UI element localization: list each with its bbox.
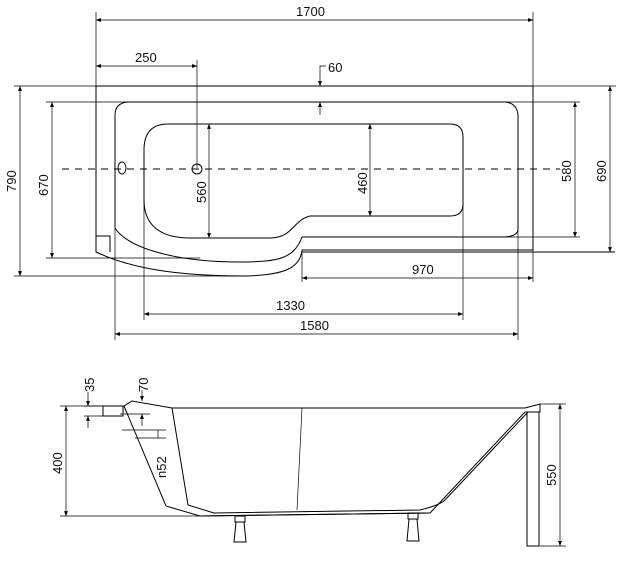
dim-690-label: 690: [594, 160, 609, 182]
dim-560: 560: [194, 124, 211, 238]
section-right-panel: [526, 411, 540, 547]
tub-left-step: [96, 235, 111, 252]
right-foot-icon: [406, 512, 420, 542]
section-rim: [103, 400, 541, 413]
dim-60: 60: [318, 60, 342, 115]
dim-670-label: 670: [36, 174, 51, 196]
dim-1580-label: 1580: [300, 318, 329, 333]
dim-400-label: 400: [50, 452, 65, 474]
section-inner-shell: [171, 407, 529, 514]
dim-1700-label: 1700: [296, 4, 325, 19]
dim-550: 550: [540, 403, 566, 547]
dim-790-label: 790: [4, 170, 19, 192]
tub-inner-rim: [114, 101, 519, 263]
dim-n52: n52: [154, 430, 169, 478]
dim-670: 670: [36, 101, 200, 259]
dim-560-label: 560: [194, 181, 209, 203]
dim-1330-label: 1330: [276, 298, 305, 313]
dim-1330: 1330: [143, 200, 464, 320]
dim-460-label: 460: [355, 172, 370, 194]
section-rim-lip: [102, 405, 124, 417]
dim-35: 35: [82, 378, 103, 428]
dim-580: 580: [505, 101, 580, 237]
tub-basin: [143, 123, 464, 239]
dim-690: 690: [533, 85, 616, 252]
section-crease-line: [296, 407, 303, 511]
dim-n52-label: n52: [154, 456, 169, 478]
dim-790: 790: [4, 85, 245, 277]
tub-outer-outline: [95, 85, 534, 277]
dim-550-label: 550: [544, 464, 559, 486]
dim-60-label: 60: [328, 60, 342, 75]
dim-1580: 1580: [114, 228, 519, 340]
dim-250-label: 250: [135, 50, 157, 65]
left-foot-icon: [233, 515, 247, 543]
dim-35-label: 35: [82, 378, 97, 392]
dim-460: 460: [355, 124, 372, 216]
overflow-icon: [117, 161, 127, 175]
dim-250: 250: [96, 50, 198, 168]
dim-70: 70: [120, 378, 151, 426]
dim-400: 400: [50, 405, 200, 517]
section-outer-shell: [123, 405, 526, 517]
dim-970-label: 970: [412, 262, 434, 277]
dim-1700: 1700: [95, 4, 534, 86]
dim-70-label: 70: [136, 378, 151, 392]
plan-view: [62, 85, 615, 277]
dim-970: 970: [301, 250, 534, 282]
dim-580-label: 580: [559, 160, 574, 182]
